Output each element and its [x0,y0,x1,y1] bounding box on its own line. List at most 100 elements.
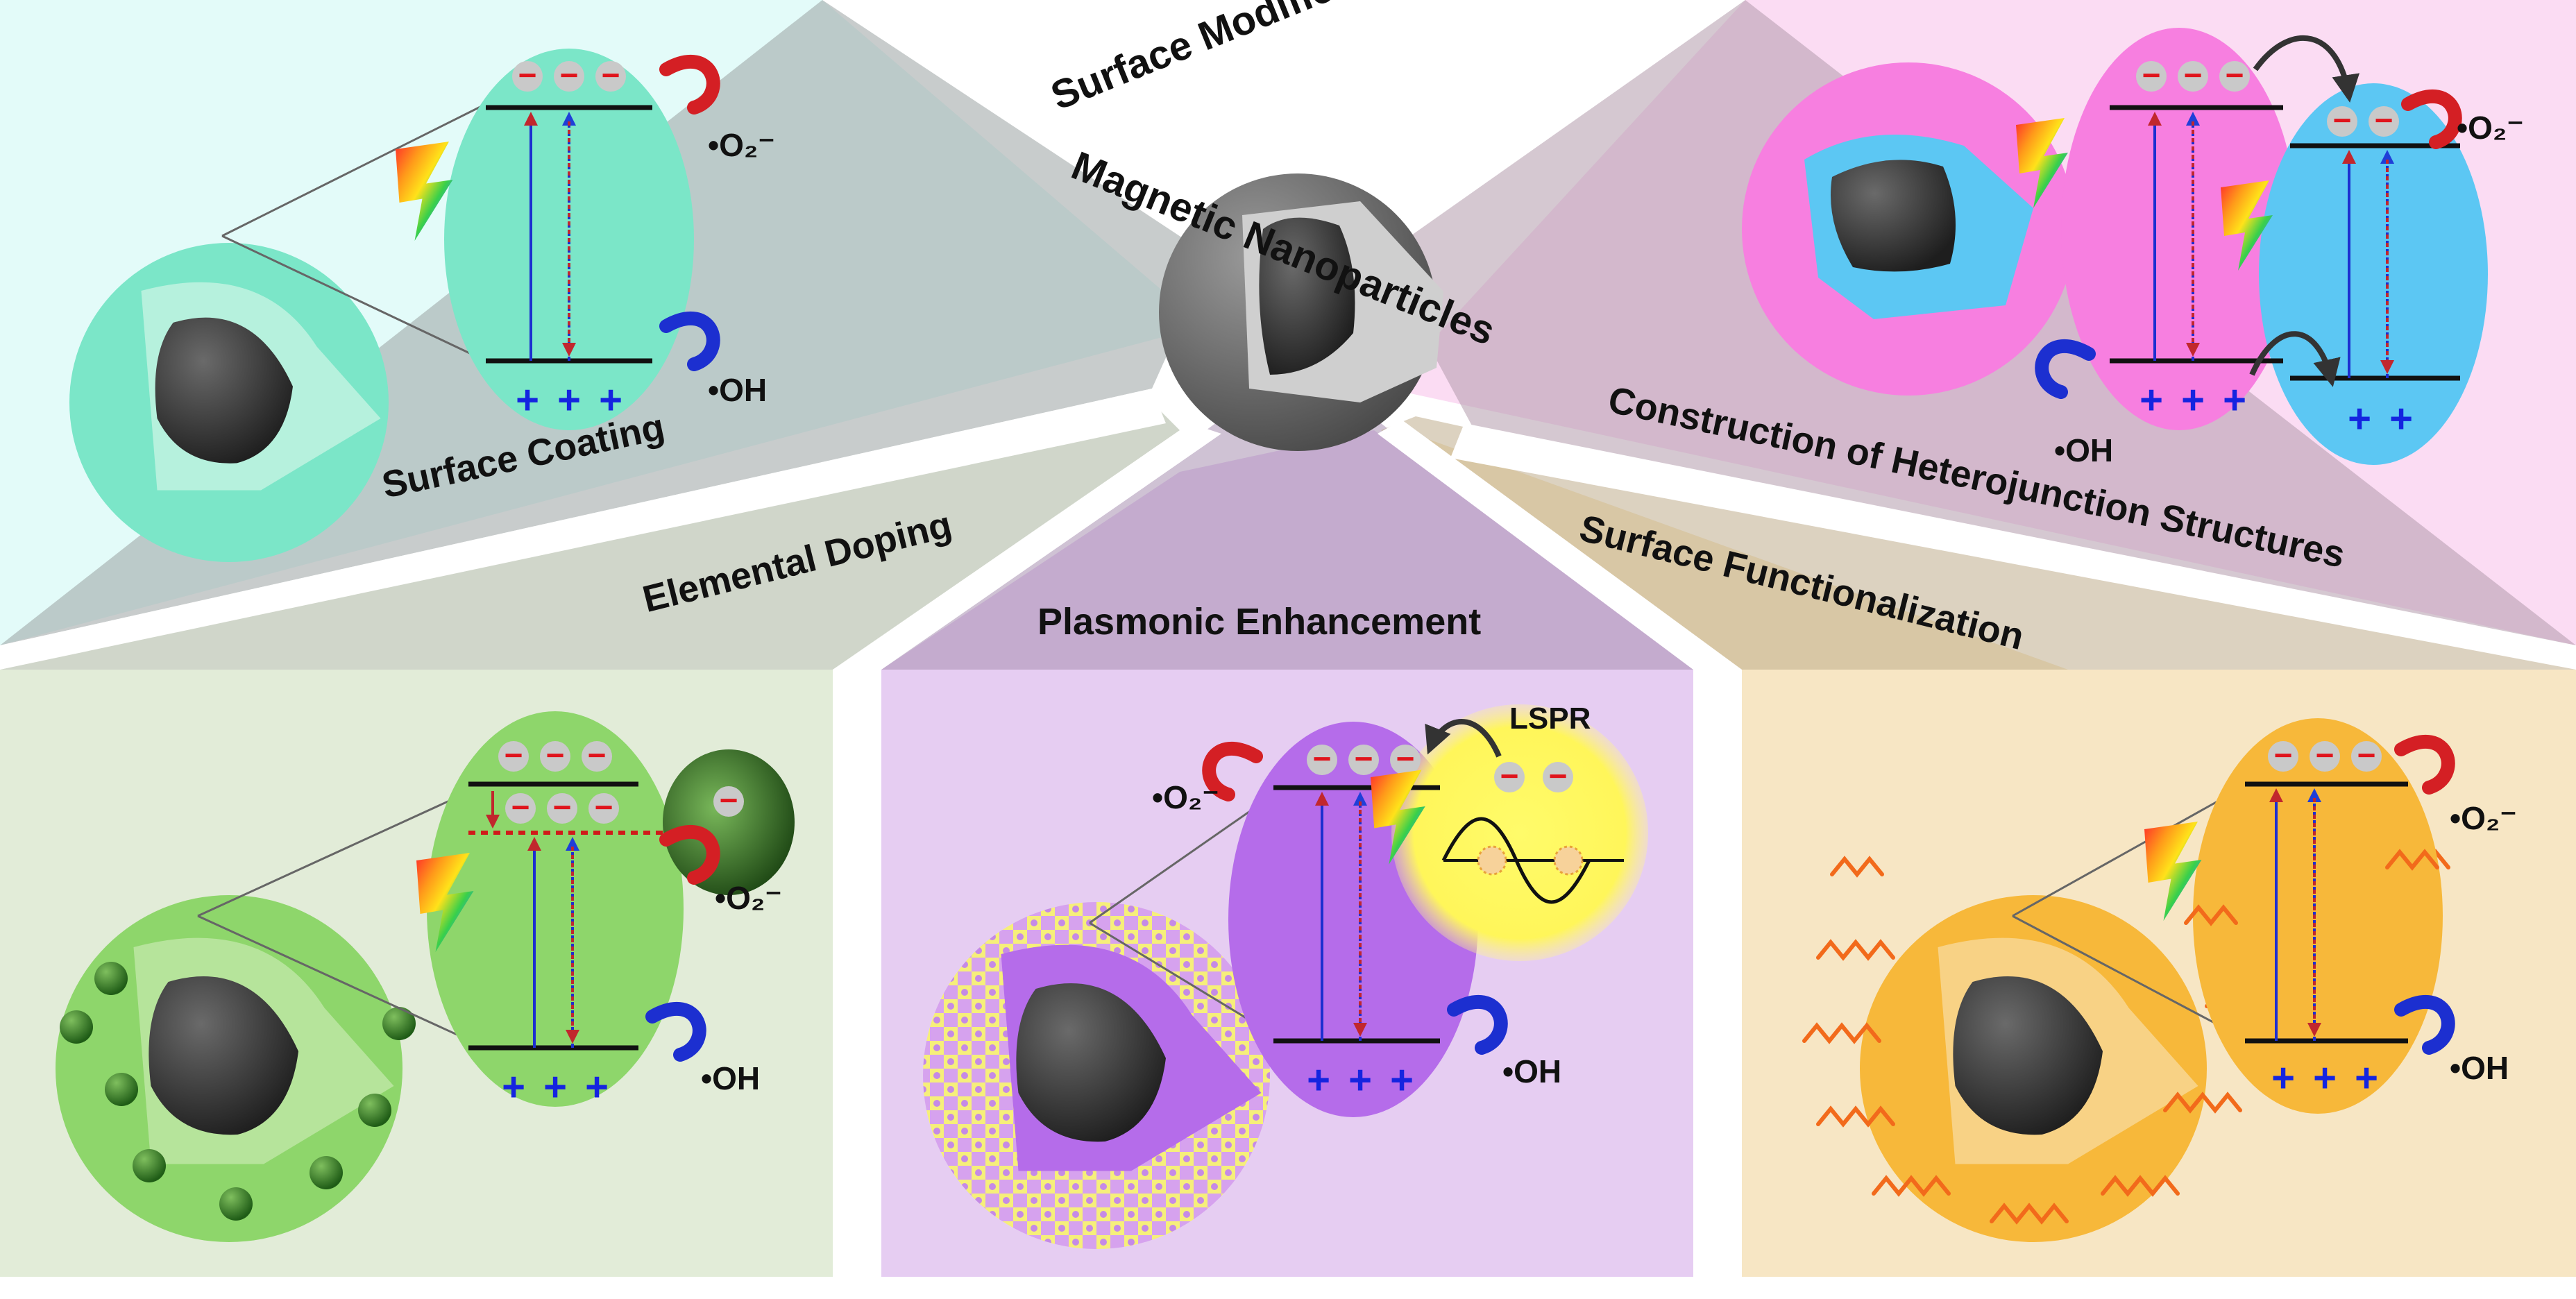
red-curved-arrow-icon [2394,734,2455,795]
dopant-cluster [663,749,795,895]
hole-sign: + [1390,1058,1414,1103]
functionalization-hydroxyl-label: •OH [2450,1050,2509,1086]
electron [1348,745,1379,775]
electron-sign: − [1500,758,1519,794]
dopant-atom [358,1094,391,1127]
lightning-icon [1371,770,1425,865]
dopant-atom [219,1187,253,1221]
dopant-atom [94,962,128,995]
ligand-chain [1990,1203,2069,1225]
hole-sign: + [585,1064,609,1110]
transferred-electron [713,786,744,817]
functionalization-nanoparticle [1860,895,2207,1242]
electron-sign: − [1313,740,1332,776]
ligand-chain [1802,1022,1881,1044]
hole-sign: + [2313,1055,2337,1101]
hole-sign: + [599,377,622,423]
electron-sign: − [2226,57,2244,93]
plasmonic-nanoparticle [923,902,1270,1249]
hole-sign: + [2139,377,2163,423]
ligand-chain [1816,939,1895,961]
heterojunction-superoxide-label: •O₂⁻ [2457,110,2524,146]
electron-sign: − [1355,740,1373,776]
doping-nanoparticle [56,895,402,1242]
hole-sign: + [2223,377,2246,423]
electron-sign: − [518,57,537,93]
hole-sign: + [2348,396,2371,441]
electron-sign: − [2316,737,2334,773]
electron [2369,106,2399,137]
zoom-line [221,235,486,362]
electron-sign: − [2184,57,2203,93]
dopant-atom [105,1073,138,1106]
electron-sign: − [720,782,738,818]
electron [588,793,619,824]
electron [2219,61,2250,92]
hole-sign: + [543,1064,567,1110]
ligand-chain [2163,1092,2242,1114]
ligand-chain [1816,1105,1895,1128]
electron-transfer-arrow [1425,719,1502,758]
zoom-line [197,783,486,917]
electron [2310,741,2340,772]
electron-transfer-arrow [2253,35,2360,103]
red-curved-arrow-icon [1202,741,1263,801]
ligand-chain [2385,849,2439,871]
heterojunction-band-pink [2061,28,2297,430]
dopant-atom [382,1007,416,1040]
electron-sign: − [2333,102,2352,138]
electron [1543,762,1573,792]
plasmonic-hydroxyl-label: •OH [1502,1053,1561,1089]
electron [2136,61,2167,92]
lspr-label: LSPR [1509,702,1591,736]
blue-curved-arrow-icon [2394,994,2455,1055]
hole-sign: + [502,1064,525,1110]
electron-sign: − [553,789,572,825]
electron [2327,106,2357,137]
label-plasmonic-enhancement: Plasmonic Enhancement [1037,601,1482,643]
electron [1390,745,1421,775]
electron [1307,745,1337,775]
electron-sign: − [2357,737,2376,773]
electron-sign: − [2375,102,2393,138]
lightning-icon [416,853,474,952]
red-curved-arrow-icon [659,54,720,114]
electron [582,741,612,772]
electron-sign: − [595,789,613,825]
electron [540,741,570,772]
zoom-line [2012,783,2249,917]
lspr-particle [1391,704,1648,961]
dopant-atom [60,1010,93,1044]
doping-hydroxyl-label: •OH [701,1060,760,1096]
separators [0,389,2576,1296]
doping-band-ellipse [427,711,684,1107]
zoom-line [2012,915,2249,1042]
lightning-icon [2221,180,2273,271]
center-nanoparticle [1159,173,1443,451]
blue-curved-arrow-icon [2035,339,2096,399]
heterojunction-hydroxyl-label: •OH [2054,432,2113,468]
electron [2178,61,2208,92]
hole-sign: + [516,377,539,423]
electron [2268,741,2298,772]
electron [2351,741,2382,772]
ligand-chain [1830,856,1884,878]
blue-curved-arrow-icon [659,311,720,371]
hole-sign: + [2389,396,2413,441]
electron [595,61,626,92]
hole-sign: + [1348,1058,1372,1103]
electron [512,61,543,92]
oscillating-charge [1553,845,1584,876]
electron-sign: − [511,789,530,825]
blue-curved-arrow-icon [1447,994,1508,1055]
functionalization-superoxide-label: •O₂⁻ [2450,800,2517,836]
electron [554,61,584,92]
electron-sign: − [602,57,620,93]
oscillating-charge [1477,845,1507,876]
zoom-line [221,103,486,237]
lightning-icon [2016,118,2068,208]
hole-sign: + [2271,1055,2295,1101]
ligand-chain [2101,1175,2180,1197]
electron-sign: − [560,57,579,93]
